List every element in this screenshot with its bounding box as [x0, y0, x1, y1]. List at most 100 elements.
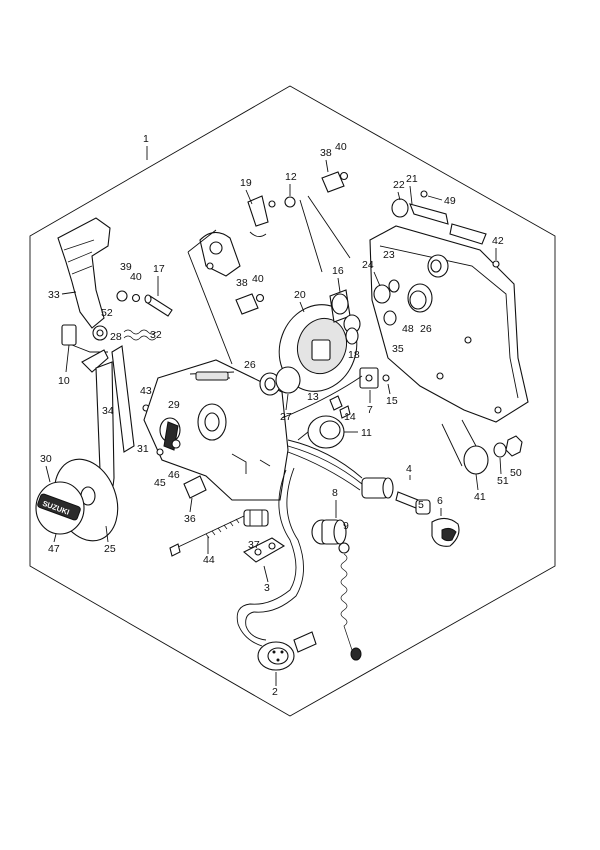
cap-47 [35, 481, 85, 535]
callout-10: 10 [58, 375, 70, 387]
neutral-switch-10 [61, 324, 108, 373]
washer-48 [383, 310, 397, 326]
stop-switch-8 [311, 519, 347, 545]
washer-46 [171, 439, 181, 449]
callout-35: 35 [392, 343, 404, 355]
callout-23: 23 [383, 249, 395, 261]
callout-30: 30 [40, 453, 52, 465]
callout-11: 11 [361, 427, 372, 439]
callout-12: 12 [285, 171, 297, 183]
lanyard-cord [340, 553, 353, 651]
callout-47: 47 [48, 543, 60, 555]
key-cap-6 [431, 517, 460, 547]
screw-42 [492, 260, 500, 268]
ring-22 [391, 198, 409, 218]
callout-21: 21 [406, 173, 418, 185]
control-box-housing [143, 359, 289, 501]
callout-49: 49 [444, 195, 456, 207]
callout-33: 33 [48, 289, 60, 301]
callout-25: 25 [104, 543, 116, 555]
clip-19 [247, 195, 269, 237]
side-cover [369, 225, 529, 423]
cover-41 [463, 445, 489, 475]
assembly-boundary [29, 85, 556, 717]
callout-48: 48 [402, 323, 414, 335]
washer-12 [284, 196, 296, 208]
callout-52: 52 [101, 307, 113, 319]
callout-42: 42 [492, 235, 504, 247]
callout-36: 36 [184, 513, 196, 525]
shaft-16 [329, 289, 361, 334]
callout-38b: 38 [236, 277, 248, 289]
callout-34: 34 [102, 405, 114, 417]
clip-38-top [321, 171, 345, 193]
cam-24 [373, 284, 391, 304]
spring-13 [329, 395, 343, 411]
callout-24: 24 [362, 259, 374, 271]
callout-40b: 40 [130, 271, 142, 283]
callout-31: 31 [137, 443, 149, 455]
trim-switch-21 [409, 203, 487, 245]
callout-22: 22 [393, 179, 405, 191]
ring-40-top [339, 171, 349, 181]
callout-17: 17 [153, 263, 165, 275]
bushing-23 [388, 279, 400, 293]
main-connector-2 [257, 631, 317, 671]
grommet-37 [243, 509, 269, 527]
callout-29: 29 [168, 399, 180, 411]
callout-1: 1 [143, 133, 149, 145]
callout-28: 28 [110, 331, 122, 343]
buzzer-11 [297, 415, 345, 449]
clip-38-mid [235, 293, 259, 315]
callout-46: 46 [168, 469, 180, 481]
callout-labels: 1 2 3 4 5 6 7 8 9 10 11 12 13 14 15 16 1… [40, 133, 522, 698]
callout-4: 4 [406, 463, 412, 475]
lever-bracket-28 [81, 345, 135, 453]
callout-7: 7 [367, 404, 373, 416]
callout-45: 45 [154, 477, 166, 489]
control-handle [57, 217, 111, 329]
screw-45 [156, 448, 164, 456]
callout-3: 3 [264, 582, 270, 594]
washer-51 [493, 442, 507, 458]
callout-50: 50 [510, 467, 522, 479]
callout-8: 8 [332, 487, 338, 499]
callout-20: 20 [294, 289, 306, 301]
callout-39: 39 [120, 261, 132, 273]
key-5 [395, 491, 431, 515]
spring-32 [123, 329, 157, 341]
callout-19: 19 [240, 177, 252, 189]
callout-2: 2 [272, 686, 278, 698]
washer-39 [116, 290, 128, 302]
callout-18: 18 [348, 349, 360, 361]
ring-40-mid [255, 293, 265, 303]
callout-14: 14 [344, 411, 356, 423]
callout-5: 5 [418, 499, 424, 511]
shift-plate-20 [278, 304, 358, 392]
callout-40c: 40 [252, 273, 264, 285]
callout-32: 32 [150, 329, 162, 341]
callout-26a: 26 [244, 359, 256, 371]
trim-switch-7 [359, 367, 379, 389]
callout-16: 16 [332, 265, 344, 277]
long-bolt-44 [169, 515, 245, 557]
washer-26-right [409, 290, 427, 310]
wire-harness [236, 467, 304, 647]
callout-44: 44 [203, 554, 215, 566]
shift-bracket [199, 231, 241, 277]
callout-43: 43 [140, 385, 152, 397]
callout-13: 13 [307, 391, 319, 403]
ring-40-a [131, 293, 141, 303]
main-switch-4 [361, 477, 394, 499]
callout-15: 15 [386, 395, 398, 407]
clip-14 [339, 405, 351, 419]
callout-51: 51 [497, 475, 509, 487]
screw-49 [420, 190, 428, 198]
callout-9: 9 [343, 520, 349, 532]
callout-37: 37 [248, 539, 260, 551]
screw-15 [382, 374, 390, 382]
pin-17 [144, 294, 173, 317]
callout-38a: 38 [320, 147, 332, 159]
clip-36 [183, 475, 207, 499]
